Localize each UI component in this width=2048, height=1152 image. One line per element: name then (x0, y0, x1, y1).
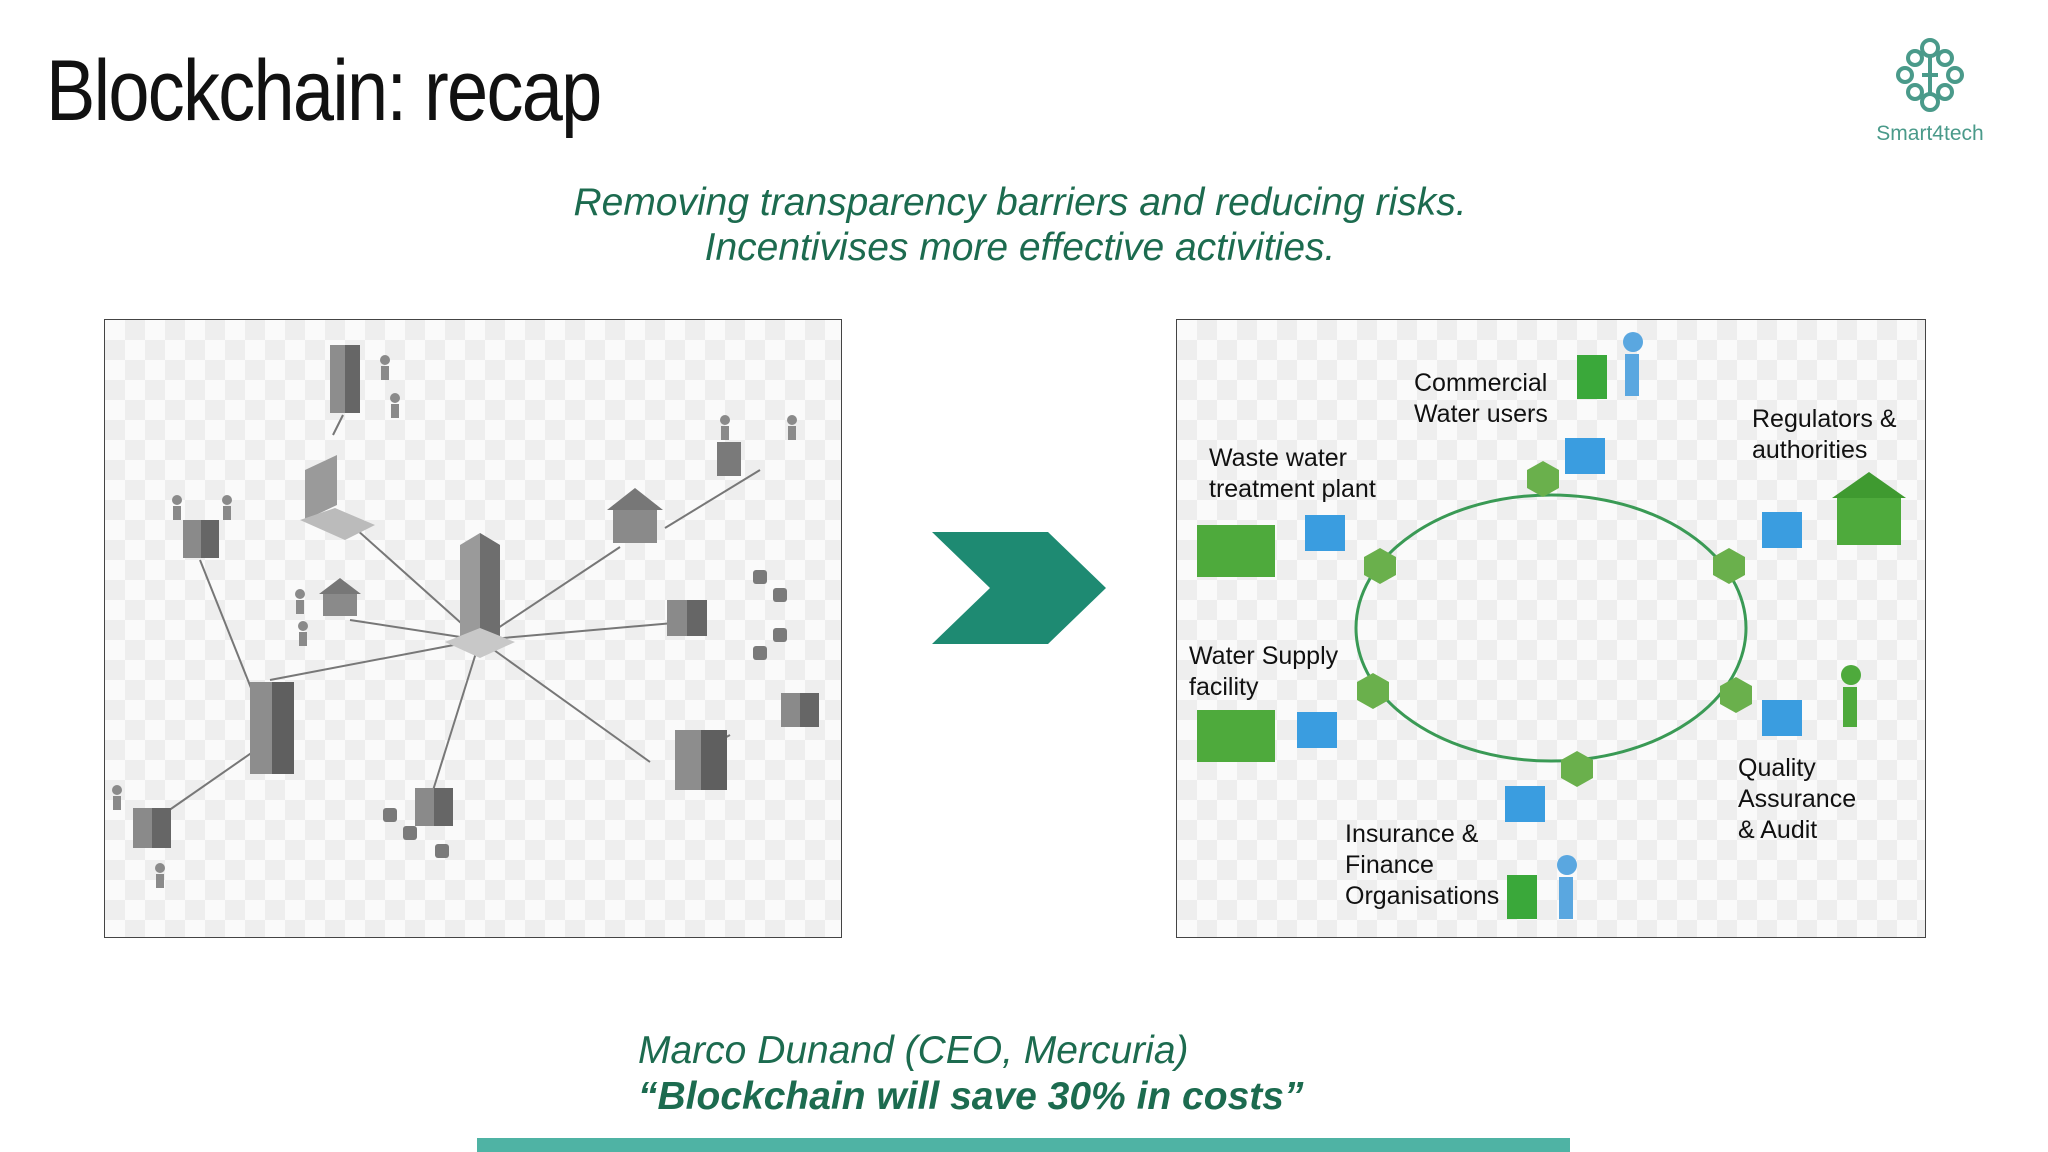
building-icon (717, 442, 741, 476)
quote-block: Marco Dunand (CEO, Mercuria) “Blockchain… (638, 1028, 1303, 1120)
centralized-network-illustration (112, 345, 819, 888)
subtitle-line-2: Incentivises more effective activities. (704, 226, 1336, 269)
building-icon (183, 520, 219, 558)
logo-icon (1896, 38, 1964, 112)
barrel-icon (383, 570, 787, 858)
smart4tech-logo: Smart4tech (1860, 30, 2000, 150)
label-commercial-water-users: Commercial Water users (1414, 369, 1548, 428)
building-icon (319, 578, 361, 616)
subtitle: Removing transparency barriers and reduc… (0, 180, 2040, 270)
slide-title: Blockchain: recap (46, 43, 602, 139)
blockchain-ring-illustration (1197, 332, 1906, 919)
person-icon (1557, 332, 1861, 919)
building-icon (667, 600, 707, 636)
subtitle-line-1: Removing transparency barriers and reduc… (573, 181, 1467, 224)
quote-text: “Blockchain will save 30% in costs” (638, 1075, 1304, 1118)
building-icon (607, 488, 663, 543)
label-insurance-finance: Insurance & Finance Organisations (1345, 820, 1500, 910)
cube-icon (1297, 438, 1802, 822)
bottom-accent-bar (477, 1138, 1570, 1152)
label-water-supply-facility: Water Supply facility (1189, 642, 1339, 701)
logo-text: Smart4tech (1876, 122, 1984, 145)
building-icon (415, 788, 453, 826)
label-waste-water-plant: Waste water treatment plant (1209, 444, 1376, 503)
quote-author: Marco Dunand (CEO, Mercuria) (638, 1029, 1189, 1072)
building-icon (1197, 472, 1906, 762)
building-icon (675, 730, 727, 790)
person-icon (112, 355, 797, 888)
building-icon (133, 808, 171, 848)
centralized-network-image (104, 319, 842, 938)
label-quality-assurance: Quality Assurance & Audit (1738, 754, 1857, 844)
document-icon (1507, 355, 1607, 919)
blockchain-network-image: Commercial Water users Regulators & auth… (1176, 319, 1926, 938)
building-icon (445, 533, 515, 658)
label-regulators: Regulators & authorities (1752, 405, 1897, 464)
blockchain-node-icon (1357, 461, 1752, 787)
chevron-right-icon (932, 532, 1106, 644)
laptop-icon (300, 455, 375, 540)
building-icon (250, 682, 294, 774)
building-icon (330, 345, 360, 413)
building-icon (781, 693, 819, 727)
